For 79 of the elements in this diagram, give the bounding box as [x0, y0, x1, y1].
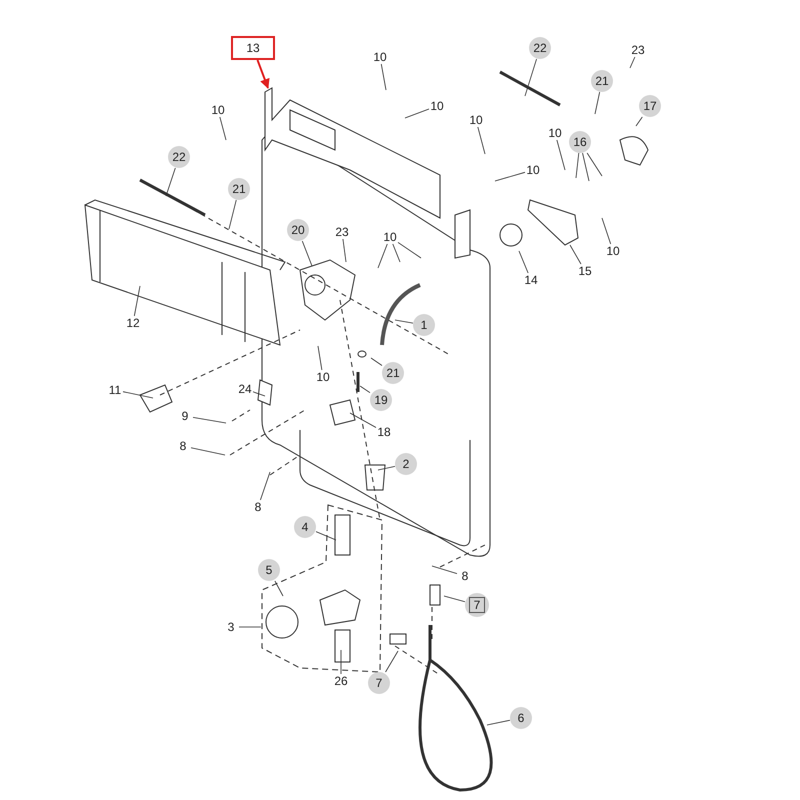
- leader-line: [524, 58, 537, 96]
- callout-number: 26: [331, 673, 351, 689]
- callout-number: 21: [591, 70, 613, 92]
- callout-number: 10: [370, 49, 390, 65]
- leader-line: [576, 152, 580, 178]
- callout-number: 9: [175, 408, 195, 424]
- callout-number: 8: [455, 568, 475, 584]
- callout-number: 8: [173, 438, 193, 454]
- callout-number: 12: [123, 315, 143, 331]
- leader-line: [316, 531, 336, 540]
- leader-line: [228, 200, 237, 230]
- leader-line: [318, 346, 322, 370]
- leader-line: [378, 466, 396, 470]
- leader-line: [134, 286, 140, 316]
- leader-line: [252, 391, 266, 396]
- leader-line: [444, 596, 466, 602]
- leader-line: [586, 152, 602, 176]
- leader-line: [166, 168, 176, 196]
- callout-number: 10: [427, 98, 447, 114]
- leader-line: [602, 218, 612, 244]
- callout-number: 23: [332, 224, 352, 240]
- leader-line: [219, 116, 226, 140]
- callout-number: 21: [228, 178, 250, 200]
- leader-line: [556, 140, 566, 170]
- callout-number: 13: [231, 36, 275, 60]
- leader-line: [238, 626, 262, 628]
- leader-line: [378, 244, 388, 268]
- callout-number: 6: [510, 707, 532, 729]
- arrow: [256, 60, 270, 89]
- leader-line: [582, 152, 590, 182]
- leader-line: [432, 566, 458, 574]
- callout-number: 22: [168, 146, 190, 168]
- leader-line: [340, 650, 342, 674]
- callout-number: 16: [569, 131, 591, 153]
- callout-number: 14: [521, 272, 541, 288]
- callout-number: 10: [380, 229, 400, 245]
- leader-line: [370, 358, 382, 366]
- leader-line: [342, 238, 346, 262]
- callout-number: 24: [235, 381, 255, 397]
- callout-number: 10: [603, 243, 623, 259]
- leader-line: [636, 116, 643, 126]
- callout-number: 7: [368, 672, 390, 694]
- callout-number: 18: [374, 424, 394, 440]
- callout-number: 3: [221, 619, 241, 635]
- callout-number: 10: [466, 112, 486, 128]
- leader-line: [630, 56, 636, 68]
- leader-line: [260, 472, 270, 500]
- callout-number: 10: [523, 162, 543, 178]
- callout-number: 10: [545, 125, 565, 141]
- leader-line: [122, 391, 154, 398]
- callout-number: 8: [248, 499, 268, 515]
- leader-line: [190, 447, 226, 456]
- callout-number: 10: [208, 102, 228, 118]
- leader-line: [404, 108, 430, 118]
- callout-number: 4: [294, 516, 316, 538]
- leader-line: [360, 386, 370, 394]
- leader-line: [392, 244, 400, 262]
- callout-number: 22: [529, 37, 551, 59]
- leader-line: [518, 250, 528, 274]
- leader-line: [494, 172, 526, 182]
- callout-number: 17: [639, 95, 661, 117]
- leader-line: [486, 720, 510, 726]
- callout-number: 11: [105, 382, 125, 398]
- callout-number: 23: [628, 42, 648, 58]
- leader-line: [302, 240, 312, 266]
- callout-number: 7: [465, 593, 489, 617]
- leader-line: [570, 244, 582, 264]
- leader-line: [477, 126, 486, 154]
- callout-number: 15: [575, 263, 595, 279]
- leader-line: [385, 650, 398, 672]
- leader-line: [398, 242, 422, 258]
- leader-line: [350, 412, 376, 428]
- callout-number: 5: [258, 559, 280, 581]
- leader-line: [394, 320, 414, 324]
- leader-line: [380, 64, 386, 90]
- callout-number: 10: [313, 369, 333, 385]
- leader-line: [192, 416, 226, 424]
- leader-line: [274, 580, 284, 596]
- leader-line: [594, 92, 600, 114]
